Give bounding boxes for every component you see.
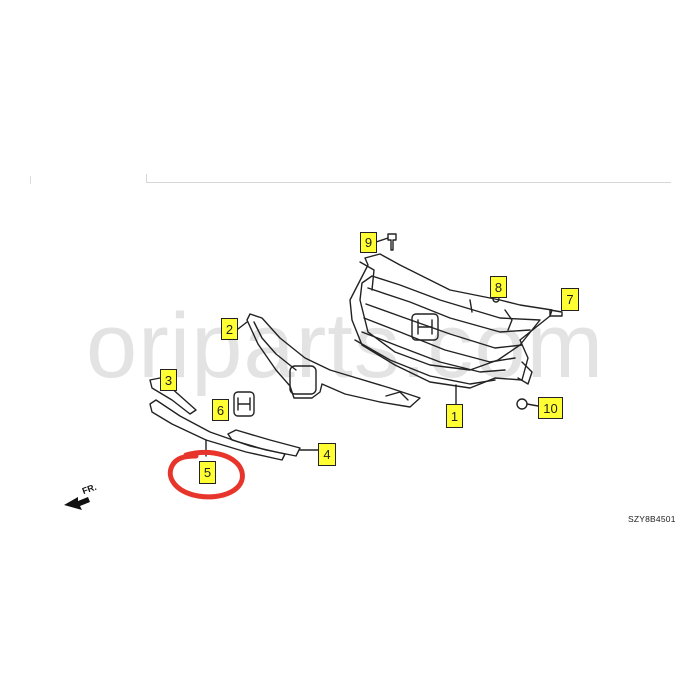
frame-tick [30, 176, 31, 184]
screw-7-illustration [549, 309, 563, 317]
bolt-9-illustration [387, 233, 397, 251]
callout-7[interactable]: 7 [561, 288, 579, 311]
callout-2[interactable]: 2 [221, 318, 238, 340]
callout-3[interactable]: 3 [160, 369, 177, 391]
center-molding-illustration [149, 399, 286, 461]
callout-6[interactable]: 6 [212, 399, 229, 421]
callout-10[interactable]: 10 [538, 397, 563, 419]
callout-9[interactable]: 9 [360, 232, 377, 253]
grille-illustration [349, 253, 553, 389]
callout-1[interactable]: 1 [446, 404, 463, 428]
front-direction-arrow-icon [64, 497, 90, 510]
callout-5[interactable]: 5 [199, 461, 216, 484]
frame-border [146, 174, 671, 183]
callout-4[interactable]: 4 [318, 443, 336, 466]
highlight-circle [167, 449, 245, 500]
upper-molding-illustration [246, 313, 421, 408]
emblem-illustration [233, 391, 255, 417]
leader-2 [237, 321, 248, 330]
diagram-code: SZY8B4501 [628, 514, 676, 524]
callout-8[interactable]: 8 [490, 276, 507, 298]
right-molding-illustration [227, 429, 301, 457]
bolt-10-illustration [516, 398, 528, 410]
